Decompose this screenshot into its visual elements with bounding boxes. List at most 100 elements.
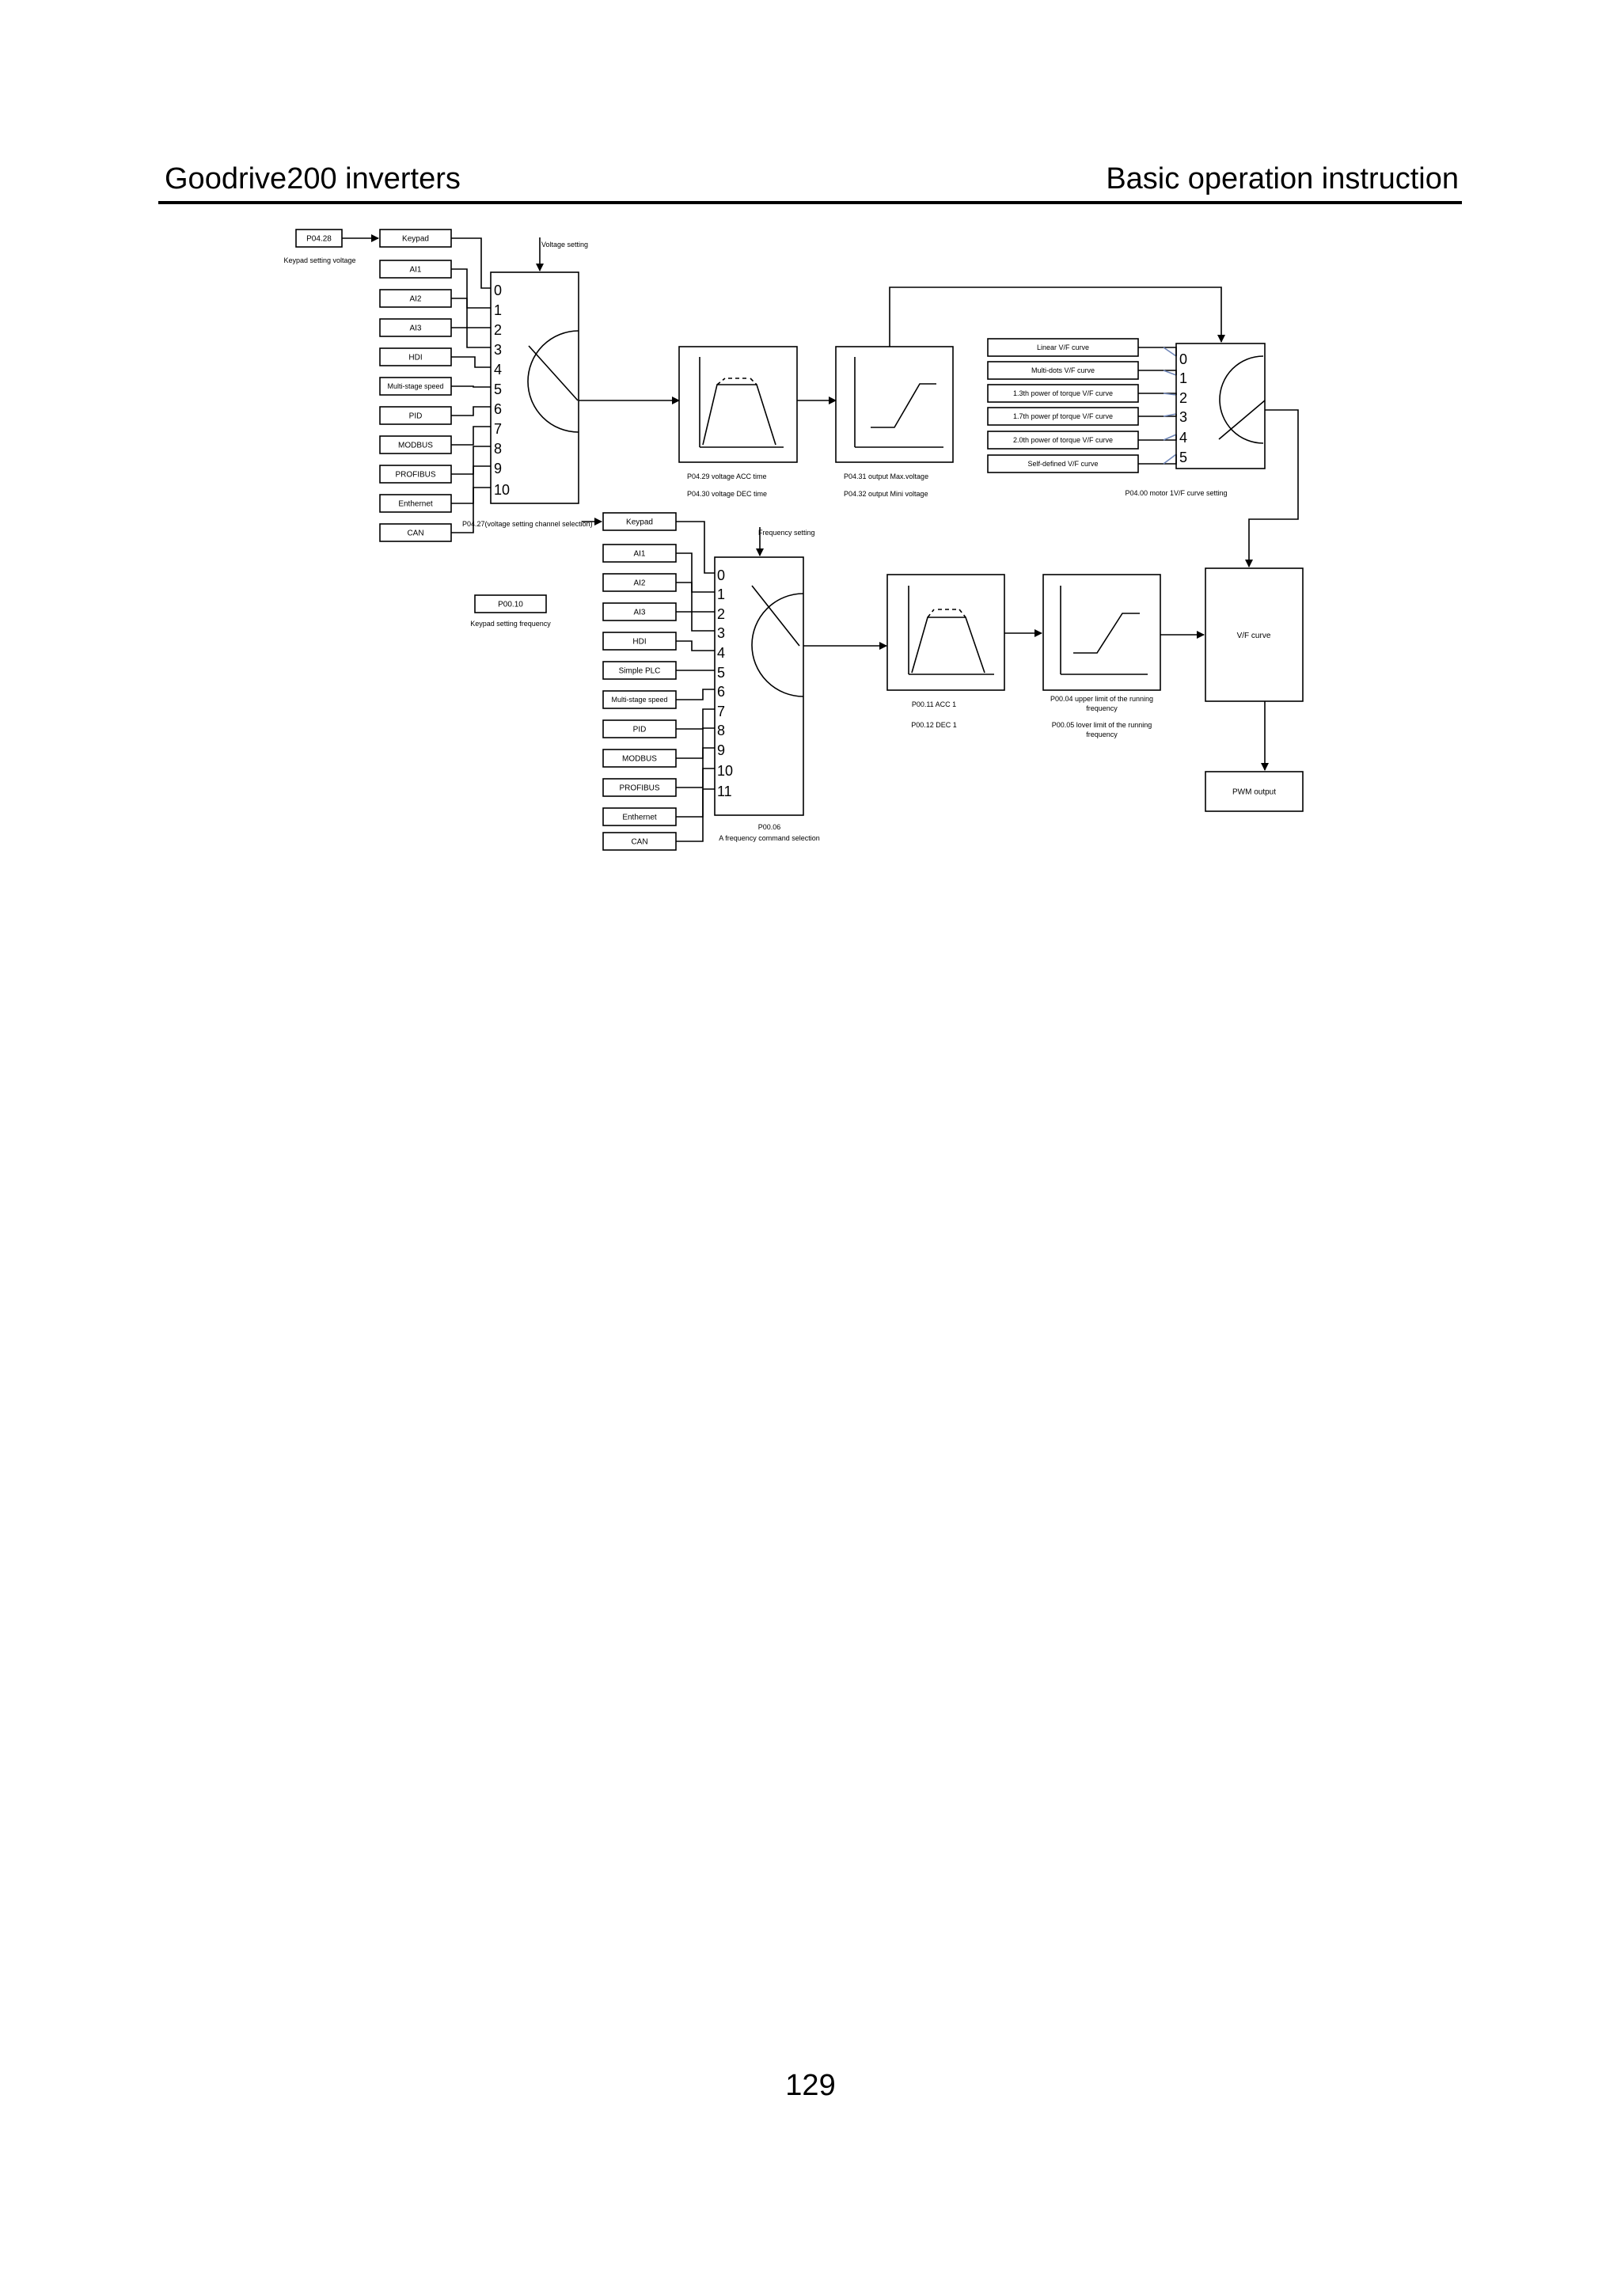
frequency-source-link-4 <box>676 640 715 651</box>
voltage-selector-caption: P04.27(voltage setting channel selection… <box>462 520 593 528</box>
frequency-source-link-7 <box>676 708 715 730</box>
frequency-source-link-1 <box>676 552 715 593</box>
header-right-title: Basic operation instruction <box>1106 162 1459 195</box>
voltage-source-link-3 <box>451 327 491 348</box>
voltage-selector-index-0: 0 <box>494 283 502 298</box>
voltage-source-link-6 <box>451 406 491 416</box>
vf-curve-link-accent-2 <box>1163 393 1177 396</box>
voltage-source-ai2-label: AI2 <box>409 295 421 304</box>
vf-selector-switch <box>1218 400 1266 440</box>
frequency-selector-caption-2: A frequency command selection <box>719 834 820 842</box>
vf-curve-multi-dots-v-f-curve-label: Multi-dots V/F curve <box>1031 366 1095 374</box>
voltage-selector-index-3: 3 <box>494 342 502 358</box>
frequency-ramp-dash <box>927 609 966 618</box>
frequency-limit-block <box>1042 574 1161 691</box>
pwm-output-block-box <box>1205 771 1304 812</box>
voltage-selector-index-9: 9 <box>494 461 502 476</box>
vf-curve-2-0th-power-of-torque-v-f-curve-label: 2.0th power of torque V/F curve <box>1013 436 1113 444</box>
vf-selector-index-5: 5 <box>1179 450 1187 465</box>
frequency-selector-index-7: 7 <box>717 704 725 719</box>
voltage-to-vf-selector-arrow <box>889 287 1225 347</box>
voltage-source-hdi-label: HDI <box>408 354 422 362</box>
vf-curve-link-accent-1 <box>1163 370 1177 376</box>
vf-curve-1-3th-power-of-torque-v-f-curve-label: 1.3th power of torque V/F curve <box>1013 389 1113 397</box>
page-number: 129 <box>785 2069 836 2102</box>
voltage-limit-caption-1: P04.31 output Max.voltage <box>844 472 928 480</box>
voltage-selector-index-4: 4 <box>494 362 502 378</box>
frequency-source-link-8 <box>676 727 715 759</box>
frequency-source-ai1-label: AI1 <box>633 550 645 559</box>
voltage-selector-index-7: 7 <box>494 421 502 437</box>
header-rule <box>158 201 1462 204</box>
frequency-selector-index-11: 11 <box>717 784 732 799</box>
frequency-source-ai2-label: AI2 <box>633 579 645 588</box>
voltage-ramp-dash <box>716 378 757 385</box>
frequency-ramp-caption-1: P00.11 ACC 1 <box>912 700 956 708</box>
voltage-selector-box <box>490 271 579 504</box>
voltage-ramp-caption-2: P04.30 voltage DEC time <box>687 490 767 498</box>
voltage-selector-index-5: 5 <box>494 381 502 397</box>
frequency-source-can-label: CAN <box>631 838 647 847</box>
vf-curve-link-accent-0 <box>1163 347 1177 357</box>
voltage-param-box-label: P04.28 <box>306 235 332 244</box>
voltage-source-ai3-label: AI3 <box>409 324 421 333</box>
voltage-ramp-caption-1: P04.29 voltage ACC time <box>687 472 767 480</box>
frequency-selector-index-9: 9 <box>717 742 725 758</box>
voltage-source-link-0 <box>451 237 491 289</box>
frequency-selector-index-5: 5 <box>717 665 725 681</box>
header-left-title: Goodrive200 inverters <box>165 162 461 195</box>
frequency-source-pid-label: PID <box>633 726 647 734</box>
voltage-source-profibus-label: PROFIBUS <box>395 471 435 480</box>
frequency-ramp-caption-2: P00.12 DEC 1 <box>911 721 957 729</box>
voltage-source-modbus-label: MODBUS <box>398 442 433 450</box>
vf-selector-index-4: 4 <box>1179 430 1187 446</box>
frequency-selector-switch <box>751 585 800 647</box>
frequency-selector-index-4: 4 <box>717 645 725 661</box>
frequency-limit-caption-1: P00.04 upper limit of the running <box>1050 695 1153 703</box>
vf-curve-link-accent-5 <box>1163 454 1177 465</box>
frequency-source-enthernet-label: Enthernet <box>622 814 657 822</box>
vf-curve-link-accent-3 <box>1163 413 1177 417</box>
voltage-ramp-block <box>678 346 798 463</box>
frequency-param-box-box <box>474 594 547 613</box>
voltage-source-pid-label: PID <box>409 412 423 421</box>
voltage-ramp-curve <box>702 384 776 446</box>
voltage-source-enthernet-label: Enthernet <box>398 500 433 509</box>
vf-selector-index-3: 3 <box>1179 409 1187 425</box>
voltage-selector-title: Voltage setting <box>541 241 588 249</box>
frequency-ramp-block <box>886 574 1005 691</box>
frequency-selector-index-2: 2 <box>717 606 725 622</box>
frequency-param-box-label: P00.10 <box>498 601 523 609</box>
frequency-source-link-0 <box>676 521 715 574</box>
voltage-source-multi-stage-speed-label: Multi-stage speed <box>387 382 443 390</box>
voltage-source-link-4 <box>451 356 491 368</box>
pwm-output-block-label: PWM output <box>1232 788 1276 797</box>
frequency-source-modbus-label: MODBUS <box>622 755 657 764</box>
voltage-limit-caption-2: P04.32 output Mini voltage <box>844 490 928 498</box>
frequency-selector-index-0: 0 <box>717 567 725 583</box>
vf-curve-block <box>1205 567 1304 702</box>
voltage-selector-index-2: 2 <box>494 322 502 338</box>
voltage-param-caption: Keypad setting voltage <box>283 256 355 264</box>
frequency-ramp-curve <box>911 617 985 674</box>
voltage-source-link-10 <box>451 487 491 533</box>
voltage-source-link-9 <box>451 465 491 504</box>
frequency-source-link-2 <box>676 582 715 613</box>
frequency-selector-caption-1: P00.06 <box>758 823 781 831</box>
voltage-limit-curve <box>871 383 936 428</box>
voltage-source-link-5 <box>451 385 491 388</box>
frequency-param-caption: Keypad setting frequency <box>470 620 551 628</box>
voltage-source-can-label: CAN <box>407 529 423 538</box>
frequency-selector-index-8: 8 <box>717 723 725 738</box>
voltage-selector-arc <box>527 330 579 433</box>
vf-selector-caption: P04.00 motor 1V/F curve setting <box>1125 489 1227 497</box>
frequency-source-link-9 <box>676 747 715 788</box>
frequency-source-hdi-label: HDI <box>632 638 646 647</box>
vf-curve-link-accent-4 <box>1163 434 1177 441</box>
vf-selector-index-0: 0 <box>1179 351 1187 367</box>
frequency-selector-arc <box>751 593 804 697</box>
vf-selector-index-1: 1 <box>1179 370 1187 386</box>
vf-curve-1-7th-power-pf-torque-v-f-curve-label: 1.7th power pf torque V/F curve <box>1013 412 1113 420</box>
voltage-source-link-8 <box>451 446 491 475</box>
